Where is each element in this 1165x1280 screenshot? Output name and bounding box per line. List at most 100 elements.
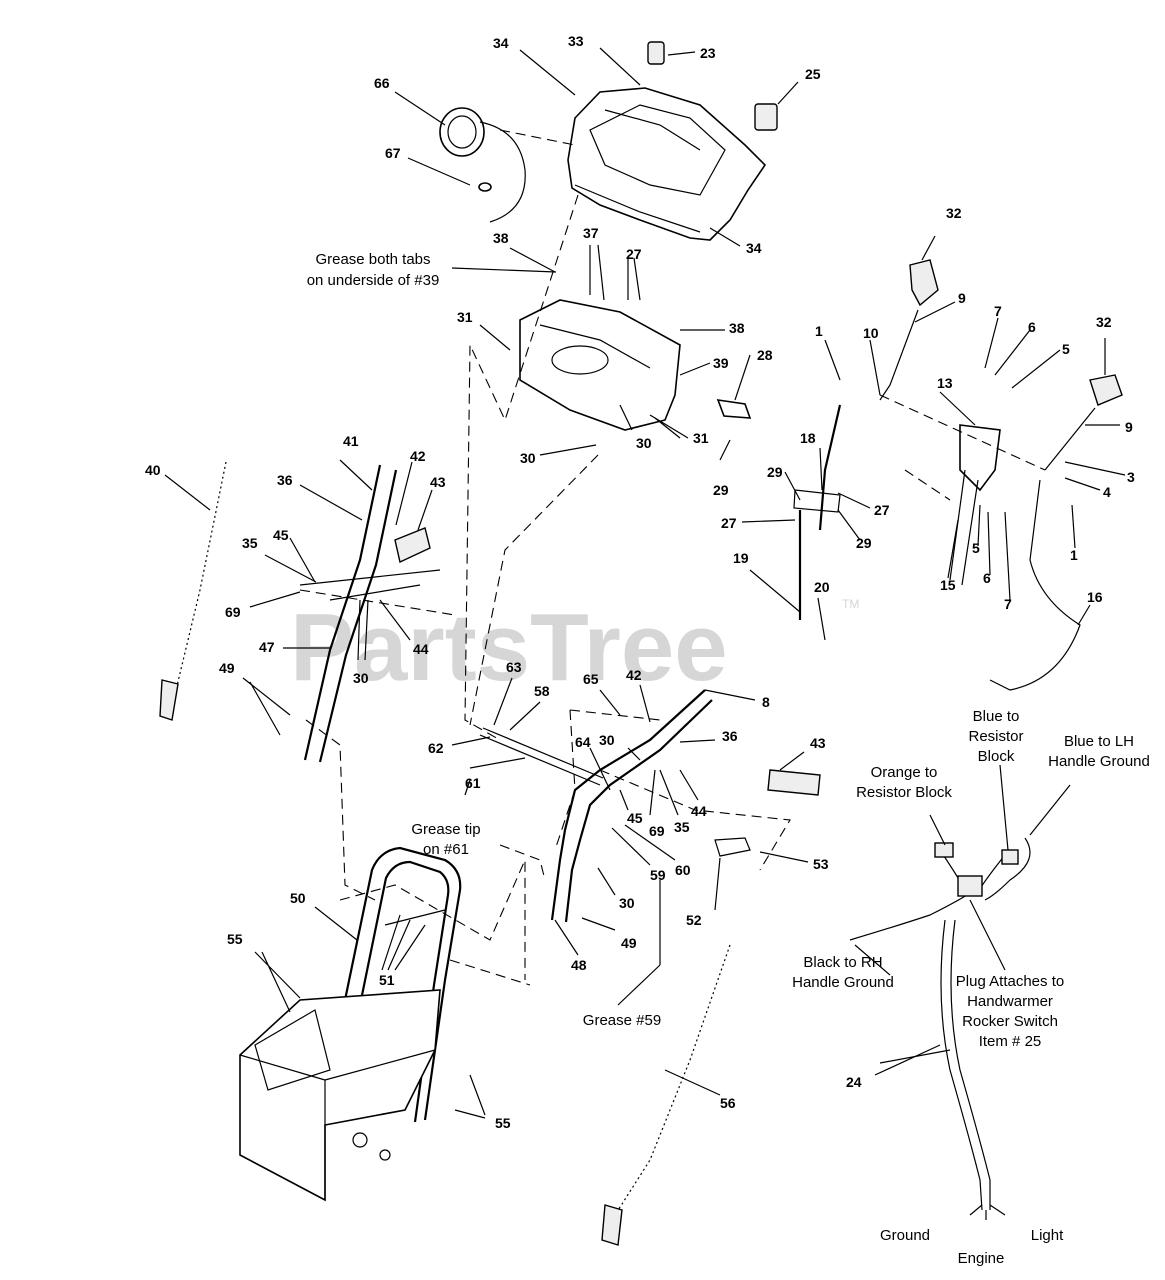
callout: 10 <box>863 325 879 341</box>
note-grease-tabs-line1: Grease both tabs <box>315 251 430 268</box>
callout: 1 <box>815 323 823 339</box>
callout: 37 <box>583 225 599 241</box>
callout: 30 <box>636 435 652 451</box>
callout: 31 <box>693 430 709 446</box>
callout: 36 <box>277 472 293 488</box>
callout: 64 <box>575 734 591 750</box>
note-ground: Ground <box>880 1227 930 1244</box>
callout: 60 <box>675 862 691 878</box>
callout: 30 <box>520 450 536 466</box>
callout: 5 <box>1062 341 1070 357</box>
callout: 20 <box>814 579 830 595</box>
callout: 16 <box>1087 589 1103 605</box>
note-grease-59: Grease #59 <box>583 1012 661 1029</box>
note-black-rh-line2: Handle Ground <box>792 974 894 991</box>
note-plug-line4: Item # 25 <box>979 1033 1042 1050</box>
callout: 62 <box>428 740 444 756</box>
callout: 63 <box>506 659 522 675</box>
callout: 50 <box>290 890 306 906</box>
callout: 15 <box>940 577 956 593</box>
callout: 69 <box>649 823 665 839</box>
part-drawings <box>159 41 1123 1246</box>
annotation-notes: Grease both tabs on underside of #39 Gre… <box>307 251 1150 1267</box>
note-engine: Engine <box>958 1250 1005 1267</box>
callout: 58 <box>534 683 550 699</box>
callout: 49 <box>219 660 235 676</box>
callout-labels: 34 33 23 25 66 67 34 38 37 27 31 38 39 2… <box>145 33 1135 1131</box>
callout: 3 <box>1127 469 1135 485</box>
callout: 30 <box>619 895 635 911</box>
callout: 33 <box>568 33 584 49</box>
callout: 36 <box>722 728 738 744</box>
callout: 8 <box>762 694 770 710</box>
callout: 29 <box>713 482 729 498</box>
callout: 49 <box>621 935 637 951</box>
callout: 44 <box>691 803 707 819</box>
callout: 41 <box>343 433 359 449</box>
callout: 59 <box>650 867 666 883</box>
callout: 38 <box>493 230 509 246</box>
note-plug-line3: Rocker Switch <box>962 1013 1058 1030</box>
callout: 55 <box>495 1115 511 1131</box>
callout: 1 <box>1070 547 1078 563</box>
callout: 40 <box>145 462 161 478</box>
callout: 29 <box>767 464 783 480</box>
callout: 61 <box>465 775 481 791</box>
note-grease-tip-line1: Grease tip <box>411 821 480 838</box>
callout: 24 <box>846 1074 862 1090</box>
callout: 32 <box>1096 314 1112 330</box>
callout: 52 <box>686 912 702 928</box>
callout: 27 <box>721 515 737 531</box>
callout: 27 <box>626 246 642 262</box>
callout: 30 <box>353 670 369 686</box>
callout: 38 <box>729 320 745 336</box>
callout: 7 <box>994 303 1002 319</box>
callout: 28 <box>757 347 773 363</box>
callout: 53 <box>813 856 829 872</box>
callout: 29 <box>856 535 872 551</box>
callout: 44 <box>413 641 429 657</box>
note-blue-resistor-line3: Block <box>978 748 1015 765</box>
callout: 9 <box>1125 419 1133 435</box>
callout: 32 <box>946 205 962 221</box>
note-blue-lh-line1: Blue to LH <box>1064 733 1134 750</box>
callout: 7 <box>1004 596 1012 612</box>
note-orange-resistor-line1: Orange to <box>871 764 938 781</box>
callout: 34 <box>746 240 762 256</box>
callout: 39 <box>713 355 729 371</box>
callout: 13 <box>937 375 953 391</box>
note-plug-line1: Plug Attaches to <box>956 973 1064 990</box>
watermark: PartsTree <box>290 594 728 701</box>
leader-lines <box>164 47 1126 1119</box>
callout: 6 <box>1028 319 1036 335</box>
callout: 31 <box>457 309 473 325</box>
note-grease-tip-line2: on #61 <box>423 841 469 858</box>
callout: 34 <box>493 35 509 51</box>
callout: 42 <box>626 667 642 683</box>
callout: 69 <box>225 604 241 620</box>
watermark-tm: TM <box>842 597 859 611</box>
callout: 30 <box>599 732 615 748</box>
callout: 45 <box>627 810 643 826</box>
note-plug-line2: Handwarmer <box>967 993 1053 1010</box>
callout: 25 <box>805 66 821 82</box>
callout: 35 <box>242 535 258 551</box>
callout: 67 <box>385 145 401 161</box>
callout: 19 <box>733 550 749 566</box>
note-blue-resistor-line1: Blue to <box>973 708 1020 725</box>
callout: 55 <box>227 931 243 947</box>
note-blue-lh-line2: Handle Ground <box>1048 753 1150 770</box>
callout: 47 <box>259 639 275 655</box>
callout: 35 <box>674 819 690 835</box>
callout: 5 <box>972 540 980 556</box>
callout: 6 <box>983 570 991 586</box>
callout: 9 <box>958 290 966 306</box>
callout: 48 <box>571 957 587 973</box>
callout: 23 <box>700 45 716 61</box>
callout: 45 <box>273 527 289 543</box>
callout: 51 <box>379 972 395 988</box>
note-blue-resistor-line2: Resistor <box>968 728 1023 745</box>
callout: 43 <box>430 474 446 490</box>
callout: 66 <box>374 75 390 91</box>
